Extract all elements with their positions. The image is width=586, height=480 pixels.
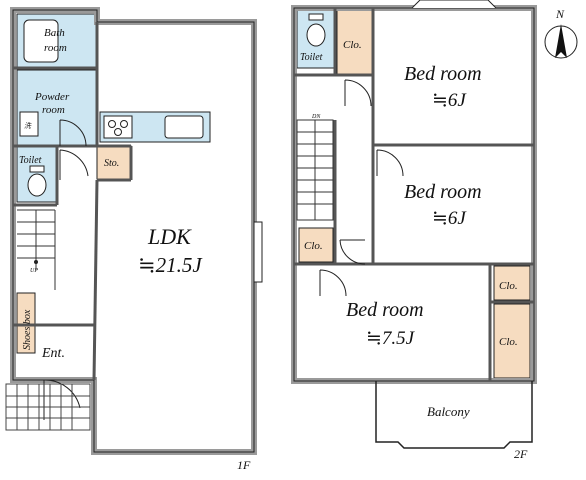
floor-2-label: 2F bbox=[514, 447, 528, 461]
kitchen-sink bbox=[164, 115, 204, 139]
bedroom-b-label: Bed room bbox=[404, 181, 482, 203]
bedroom-a-size: ≒6J bbox=[432, 90, 467, 111]
shoes-box bbox=[16, 292, 36, 354]
stairs-up-marker bbox=[34, 260, 38, 264]
entrance-label: Ent. bbox=[41, 346, 65, 361]
washer bbox=[19, 111, 39, 137]
compass-north-label: N bbox=[555, 7, 565, 21]
storage-label: Sto. bbox=[104, 158, 119, 169]
compass-arrow bbox=[555, 24, 567, 58]
stairs-2f bbox=[296, 119, 334, 221]
closet-mid-label: Clo. bbox=[304, 240, 323, 252]
burner-1 bbox=[108, 120, 116, 128]
balcony bbox=[375, 381, 533, 449]
compass: N bbox=[544, 7, 578, 59]
burner-3 bbox=[114, 128, 122, 136]
closet-tall bbox=[493, 303, 531, 379]
stairs-down-label: DN bbox=[311, 114, 321, 120]
doors-1f bbox=[43, 119, 89, 420]
ldk-size-label: ≒21.5J bbox=[138, 253, 203, 277]
bathtub bbox=[23, 19, 59, 63]
floor-1: 洗 UP bbox=[5, 7, 263, 472]
toilet-2f-label: Toilet bbox=[300, 52, 323, 63]
powder-label-2: room bbox=[42, 104, 65, 116]
powder-label-1: Powder bbox=[34, 91, 70, 103]
bedroom-bay-window bbox=[411, 0, 497, 9]
stairs-1f bbox=[17, 209, 56, 290]
stove bbox=[103, 115, 133, 139]
toilet-tank-1f bbox=[29, 165, 45, 173]
floor-2: DN Toilet Clo. Bed room ≒6J Bed room ≒6J… bbox=[291, 0, 537, 461]
stairs-up-label: UP bbox=[30, 268, 38, 274]
closet-small-label: Clo. bbox=[499, 280, 518, 292]
doors-2f bbox=[319, 79, 404, 297]
washer-label: 洗 bbox=[24, 122, 32, 130]
wall-1f-inner bbox=[12, 9, 255, 453]
closet-mid bbox=[298, 227, 334, 263]
bedroom-c-size: ≒7.5J bbox=[366, 328, 416, 349]
bath-label-2: room bbox=[44, 42, 67, 54]
interior-walls-2f bbox=[294, 8, 534, 381]
toilet-1f-label: Toilet bbox=[19, 155, 42, 166]
floor-1-label: 1F bbox=[237, 458, 251, 472]
closet-top-label: Clo. bbox=[343, 39, 362, 51]
bath-label-1: Bath bbox=[44, 27, 65, 39]
closet-small bbox=[493, 265, 531, 301]
closet-tall-label: Clo. bbox=[499, 336, 518, 348]
shoes-box-label: Shoes box bbox=[22, 309, 33, 350]
ldk-label: LDK bbox=[147, 224, 192, 249]
balcony-label: Balcony bbox=[427, 404, 470, 419]
bedroom-b-size: ≒6J bbox=[432, 208, 467, 229]
toilet-fixture-2f bbox=[306, 23, 326, 47]
toilet-fixture-1f bbox=[27, 173, 47, 197]
entrance-tiles bbox=[5, 383, 91, 431]
interior-walls-1f bbox=[13, 22, 133, 381]
bedroom-a-label: Bed room bbox=[404, 63, 482, 85]
ldk-bay-window bbox=[253, 221, 263, 283]
burner-2 bbox=[120, 120, 128, 128]
bedroom-c-label: Bed room bbox=[346, 299, 424, 321]
toilet-tank-2f bbox=[308, 13, 324, 21]
